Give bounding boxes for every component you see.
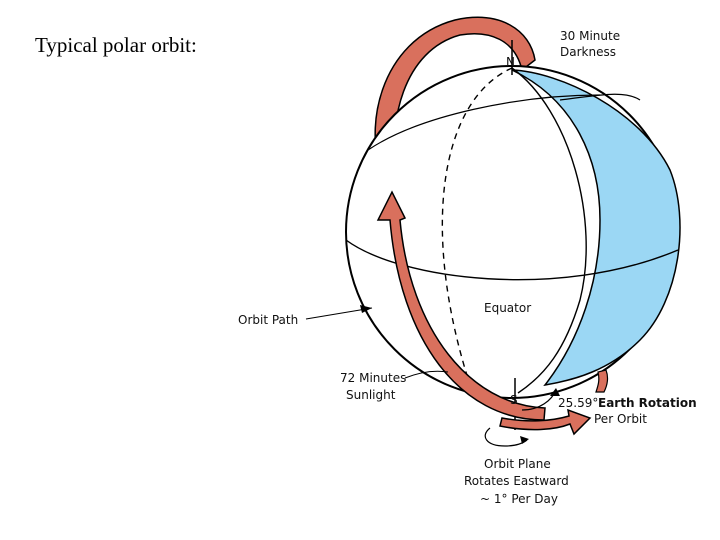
latitude-upper-right xyxy=(559,93,641,101)
rotation-arrowhead xyxy=(550,388,560,396)
orbit-ribbon-front xyxy=(376,190,546,421)
orbit-plane-label-line2: Rotates Eastward xyxy=(464,474,569,488)
equator-label: Equator xyxy=(484,301,531,315)
orbit-path-pointer xyxy=(305,307,373,320)
north-label: N xyxy=(506,55,515,69)
south-label: S xyxy=(510,393,518,407)
orbit-path-arrowhead xyxy=(360,305,372,313)
front-meridian xyxy=(511,67,587,394)
orbit-plane-label-line1: Orbit Plane xyxy=(484,457,551,471)
darkness-label-line2: Darkness xyxy=(560,45,616,59)
orbit-plane-label-line3: ~ 1° Per Day xyxy=(480,492,558,506)
darkness-label-line1: 30 Minute xyxy=(560,29,620,43)
latitude-upper xyxy=(367,94,601,151)
sunlight-label-line2: Sunlight xyxy=(346,388,396,402)
night-side xyxy=(511,69,681,387)
sunlight-pointer xyxy=(404,370,449,379)
rotation-value: 25.59° xyxy=(558,396,598,410)
plane-rotation-arrowhead xyxy=(520,436,529,444)
orbit-path-label: Orbit Path xyxy=(238,313,298,327)
orbit-ribbon-top xyxy=(374,16,536,189)
equator-line xyxy=(345,239,679,281)
orbit-ribbon-right xyxy=(595,369,609,393)
rotation-label-line2: Per Orbit xyxy=(594,412,647,426)
orbit-ribbon-bottom xyxy=(499,408,592,436)
slide-title: Typical polar orbit: xyxy=(35,33,197,57)
rotation-label-line1: Earth Rotation xyxy=(598,396,697,410)
back-meridian xyxy=(441,67,513,386)
sunlight-label-line1: 72 Minutes xyxy=(340,371,406,385)
